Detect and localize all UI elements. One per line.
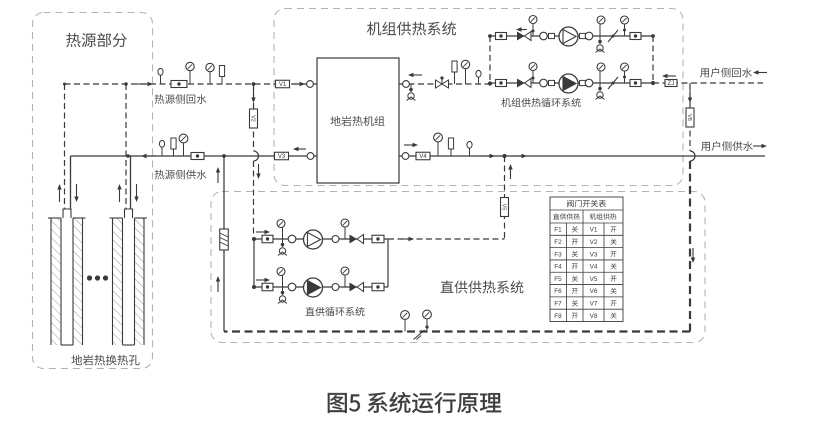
svg-text:F6: F6 [554, 288, 562, 295]
svg-text:V8: V8 [686, 114, 692, 121]
svg-text:F3: F3 [554, 251, 562, 258]
svg-text:V3: V3 [590, 251, 598, 258]
svg-text:V1: V1 [279, 82, 287, 88]
svg-text:V2: V2 [250, 115, 256, 122]
svg-text:V4: V4 [590, 264, 598, 271]
svg-text:V1: V1 [590, 227, 598, 234]
svg-text:V7: V7 [590, 301, 598, 308]
svg-text:F2: F2 [554, 239, 562, 246]
svg-text:F5: F5 [554, 276, 562, 283]
svg-text:F4: F4 [554, 264, 562, 271]
svg-text:F7: F7 [554, 301, 562, 308]
svg-text:V6: V6 [590, 288, 598, 295]
svg-text:V5: V5 [501, 204, 507, 211]
svg-text:F1: F1 [554, 227, 562, 234]
svg-text:F8: F8 [554, 313, 562, 320]
svg-text:V5: V5 [590, 276, 598, 283]
svg-text:V4: V4 [419, 154, 427, 160]
svg-text:V2: V2 [590, 239, 598, 246]
svg-text:V3: V3 [278, 154, 286, 160]
svg-text:V8: V8 [590, 313, 598, 320]
svg-text:ZJ: ZJ [668, 81, 675, 87]
